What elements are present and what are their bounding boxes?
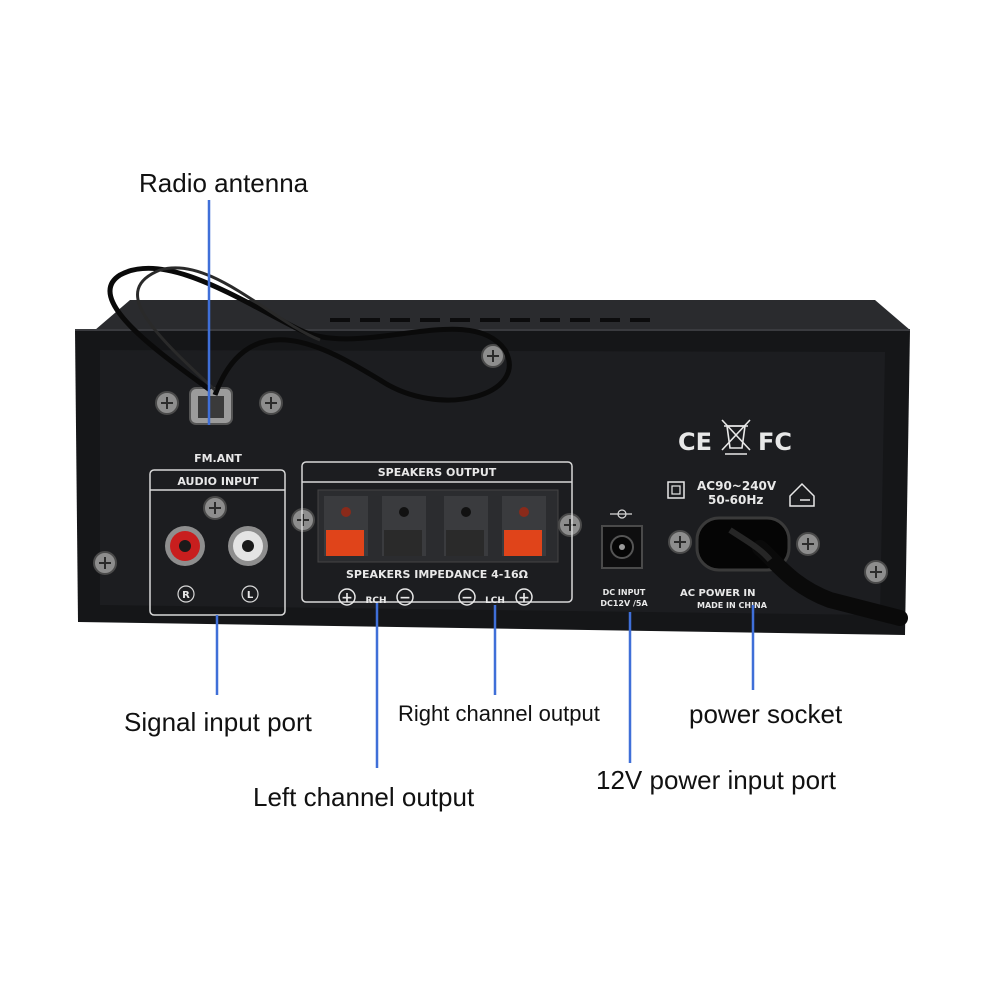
callout-radio-antenna: Radio antenna xyxy=(139,168,309,198)
ac-power-socket xyxy=(695,516,908,626)
dc-input-jack xyxy=(601,509,643,569)
antenna-connector xyxy=(189,387,233,425)
callout-right-channel: Right channel output xyxy=(398,701,600,726)
callout-signal-input: Signal input port xyxy=(124,707,312,737)
antenna-cable xyxy=(107,265,512,403)
ce-mark: CE xyxy=(678,428,712,456)
weee-bin-icon xyxy=(721,419,751,455)
indoor-use-icon xyxy=(789,482,815,507)
rch-minus-sign: − xyxy=(399,590,411,606)
lch-plus-sign: + xyxy=(518,590,530,606)
callout-left-channel: Left channel output xyxy=(253,782,475,812)
leader-lines xyxy=(207,200,755,768)
fc-mark: FC xyxy=(758,428,792,456)
ac-freq-label: 50-60Hz xyxy=(708,493,763,507)
dc-input-label-line1: DC INPUT xyxy=(603,588,646,597)
lch-label: LCH xyxy=(485,596,505,606)
rch-label: RCH xyxy=(365,596,386,606)
callout-power-socket: power socket xyxy=(689,699,843,729)
audio-input-label: AUDIO INPUT xyxy=(177,475,259,488)
rch-plus-sign: + xyxy=(341,590,353,606)
callout-dc-input: 12V power input port xyxy=(596,765,836,795)
fm-ant-label: FM.ANT xyxy=(194,452,242,465)
jack-r-label: R xyxy=(182,590,190,601)
jack-l-label: L xyxy=(247,590,254,601)
speaker-terminal-block xyxy=(317,489,559,563)
lch-minus-sign: − xyxy=(461,590,473,606)
vent-slots xyxy=(330,318,650,322)
speakers-output-label: SPEAKERS OUTPUT xyxy=(378,466,497,479)
rca-jack-right xyxy=(165,526,205,566)
made-in-label: MADE IN CHINA xyxy=(697,601,768,610)
dc-input-label-line2: DC12V /5A xyxy=(600,599,648,608)
ac-power-label: AC POWER IN xyxy=(680,588,756,599)
speakers-impedance-label: SPEAKERS IMPEDANCE 4-16Ω xyxy=(346,568,529,581)
speakers-output-frame xyxy=(301,461,573,603)
ac-range-label: AC90~240V xyxy=(697,479,777,493)
rca-jack-left xyxy=(228,526,268,566)
